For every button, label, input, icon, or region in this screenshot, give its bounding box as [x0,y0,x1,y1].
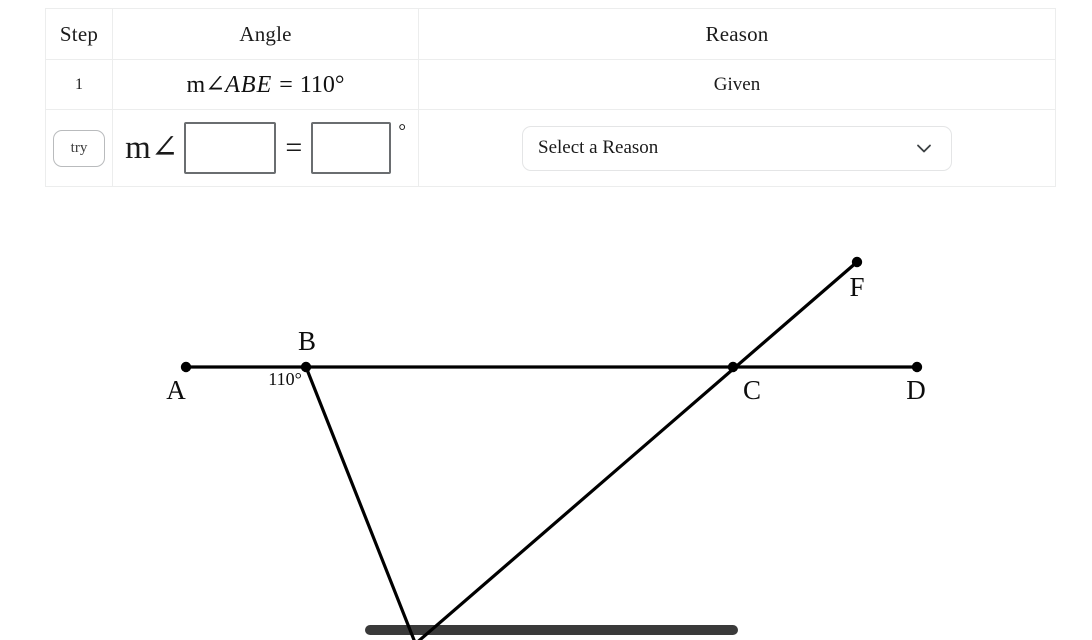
header-cell-angle: Angle [112,8,419,60]
points-group [180,256,923,373]
header-cell-step: Step [45,8,113,60]
reason-select-label: Select a Reason [538,137,659,158]
proof-table-container: Step Angle Reason 1 m∠ABE=110° Given [45,8,1056,187]
cell-step-number: 1 [45,59,113,110]
angle-symbol-icon: ∠ [205,72,226,98]
step-number: 1 [75,75,83,93]
table-header-row: Step Angle Reason [45,8,1056,60]
reason-value: Given [713,73,761,95]
angle-vertices: ABE [225,72,273,98]
geometry-figure: A B C D F 110° [0,186,1092,640]
point-C [727,361,739,373]
point-A [180,361,192,373]
angle-measure-label: 110° [268,369,302,389]
line-EF [417,260,859,640]
point-label-F: F [849,272,864,302]
header-cell-reason: Reason [418,8,1056,60]
equals-sign: = [285,131,303,164]
point-label-C: C [743,375,761,405]
angle-value: 110° [299,72,345,98]
point-label-D: D [906,375,926,405]
angle-name-input[interactable] [184,122,277,174]
cell-angle-statement: m∠ABE=110° [112,59,419,110]
table-row: 1 m∠ABE=110° Given [45,59,1056,110]
reason-select[interactable]: Select a Reason [522,125,952,171]
cell-reason: Given [418,59,1056,110]
point-D [911,361,923,373]
angle-statement: m∠ABE=110° [186,72,344,98]
cell-angle-entry: m∠ = ° [112,109,419,187]
angle-measure-prefix: m [186,72,206,98]
degree-symbol: ° [398,121,406,142]
point-label-B: B [298,326,316,356]
geometry-diagram-svg: A B C D F 110° [166,256,926,640]
point-label-A: A [166,375,186,405]
angle-entry-group: m∠ = ° [113,110,418,186]
proof-table: Step Angle Reason 1 m∠ABE=110° Given [45,8,1056,187]
header-label-angle: Angle [239,21,292,46]
line-BE [304,365,416,640]
header-label-reason: Reason [705,21,769,46]
point-B [300,361,312,373]
m-angle-label: m∠ [125,129,179,166]
chevron-down-icon [911,135,937,161]
angle-value-input[interactable] [311,122,392,174]
cell-try-action: try [45,109,113,187]
try-button[interactable]: try [53,129,105,167]
cell-reason-select: Select a Reason [418,109,1056,187]
point-F [851,256,863,268]
angle-equals-sign: = [279,72,293,98]
labels-group: A B C D F 110° [166,272,926,405]
header-label-step: Step [59,21,99,46]
segments-group [184,260,919,640]
table-entry-row: try m∠ = ° Select a Reason [45,109,1056,187]
